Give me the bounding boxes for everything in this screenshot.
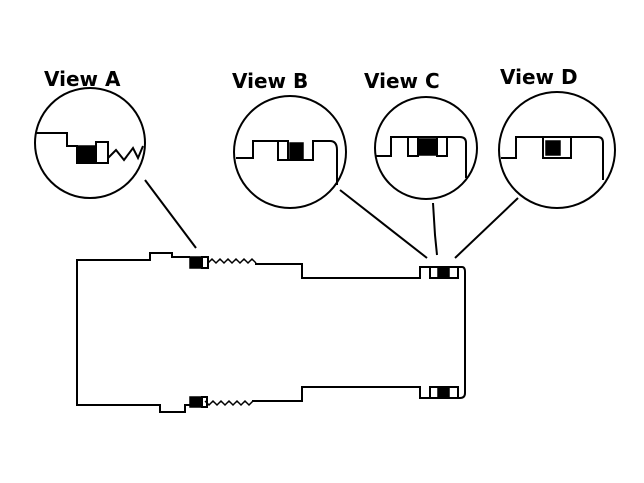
view-c-detail (374, 96, 478, 200)
seal-end-bottom (429, 386, 459, 399)
leader-lines (144, 179, 519, 259)
seal-end-top (429, 266, 459, 279)
view-d-detail (498, 91, 616, 209)
part-outline (76, 252, 466, 413)
view-b-detail (233, 95, 347, 209)
leader-c (432, 202, 438, 256)
view-a-detail (34, 87, 146, 199)
leader-b (339, 189, 428, 259)
seal-a-top (189, 256, 209, 269)
view-c-label: View C (364, 69, 440, 93)
view-d-label: View D (500, 65, 578, 89)
view-b-label: View B (232, 69, 308, 93)
view-a-label: View A (44, 67, 121, 91)
leader-a (144, 179, 197, 249)
seal-a-bottom (189, 396, 208, 408)
leader-d (454, 197, 519, 259)
